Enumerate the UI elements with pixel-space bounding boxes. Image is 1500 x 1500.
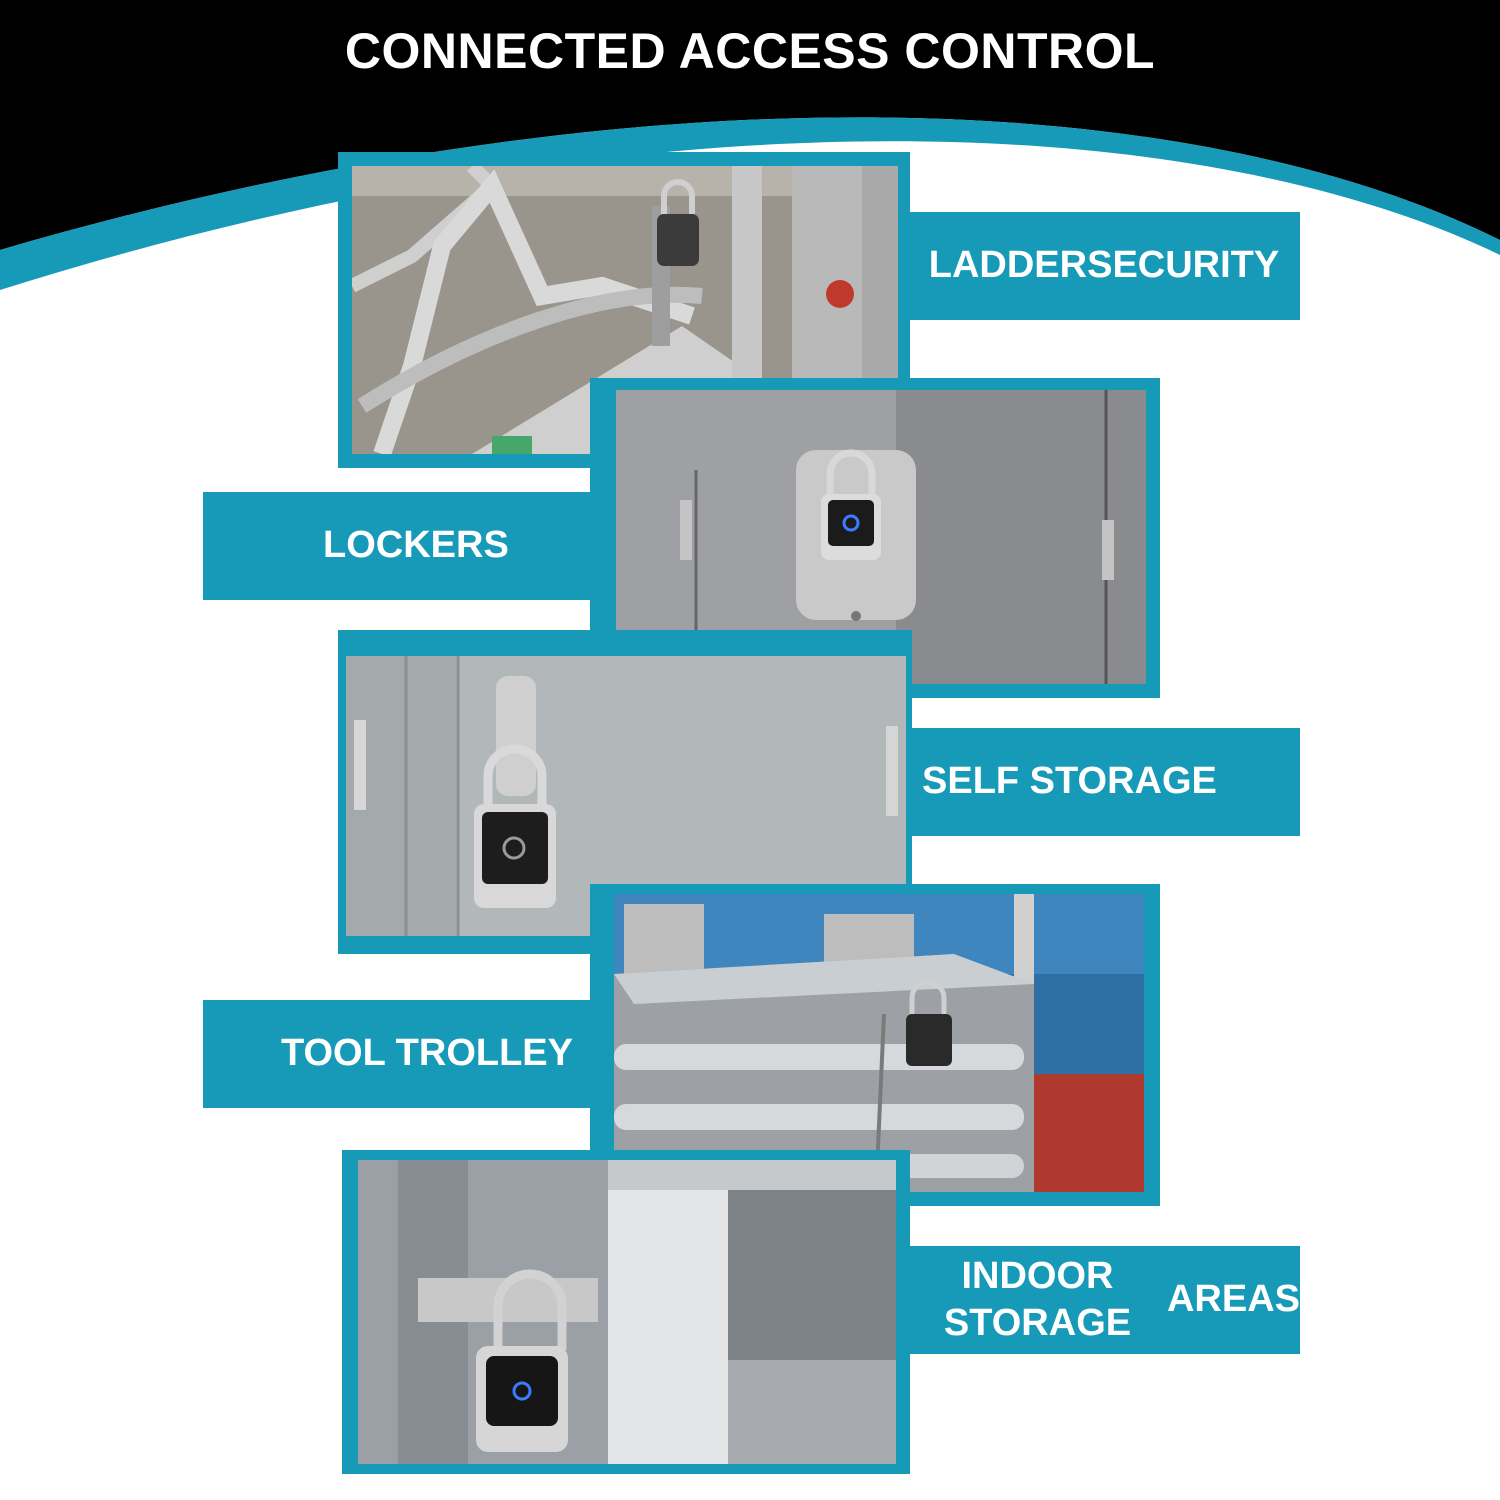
tool-trolley-label: TOOL TROLLEY: [203, 1000, 591, 1108]
label-line: SELF STORAGE: [922, 760, 1217, 803]
label-line: TOOL TROLLEY: [280, 1032, 573, 1075]
label-line: INDOOR STORAGE: [943, 1254, 1132, 1345]
indoor-door-padlock-photo: [358, 1160, 896, 1464]
label-line: SECURITY: [1087, 244, 1280, 287]
label-line: LADDER: [928, 244, 1088, 287]
label-line: LOCKERS: [323, 524, 509, 567]
ladder-padlock-photo: [352, 166, 898, 454]
tool-trolley-padlock-photo: [614, 894, 1144, 1192]
header-band: [0, 0, 1500, 290]
label-line: AREAS: [1166, 1278, 1300, 1321]
lockers-label: LOCKERS: [203, 492, 591, 600]
self-storage-label: SELF STORAGE: [912, 728, 1300, 836]
ladder-security-label: LADDER SECURITY: [908, 212, 1300, 320]
page-title: CONNECTED ACCESS CONTROL: [344, 23, 1156, 79]
indoor-storage-label: INDOOR STORAGE AREAS: [908, 1246, 1300, 1354]
